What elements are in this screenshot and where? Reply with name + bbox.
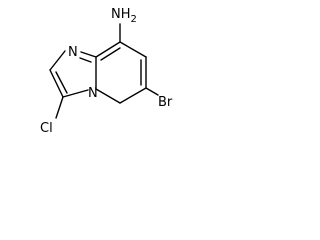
bridgehead-nitrogen-label: N [88,86,98,101]
bond-c6-br [145,87,159,96]
bromine-label: Br [158,95,173,110]
bond-c6-c5 [119,87,147,104]
bond-c8a-c8 [95,41,121,58]
ring-nitrogen-label: N [68,45,78,60]
bond-c3-cl [55,96,64,119]
bond-c5-n4 [95,88,121,104]
amine-label: NH2 [111,7,137,25]
bond-c3-n4 [62,89,89,98]
bond-c2-c3 [49,69,64,98]
bond-c8a-n1-inner [79,57,92,63]
chlorine-label: Cl [40,121,53,136]
bond-c8-c7 [119,41,147,58]
bond-c8a-c8-inner [100,47,121,61]
bond-c8a-n1 [80,51,97,58]
molecule-structure-diagram: NH2 N N Br Cl [40,7,173,136]
bond-n1-c2 [49,50,66,71]
bond-c2-c3-inner [55,71,68,94]
